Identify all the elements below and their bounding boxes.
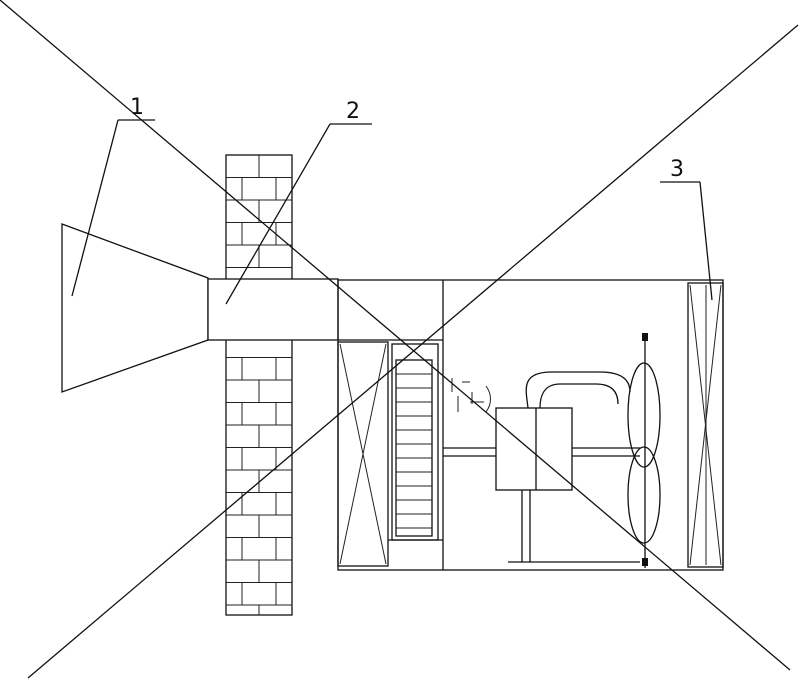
filter-panel-right bbox=[687, 282, 724, 568]
fan-blade-bottom bbox=[627, 446, 661, 544]
callout-3-leader bbox=[699, 181, 713, 301]
fan-axle-cap-bottom bbox=[642, 558, 648, 566]
compressor-block bbox=[495, 407, 573, 491]
callout-1-number: 1 bbox=[130, 95, 144, 120]
callout-1: 1 bbox=[71, 95, 155, 297]
filter-panel-left bbox=[337, 341, 389, 567]
cross-line-b bbox=[27, 24, 799, 679]
callout-3-number: 3 bbox=[670, 157, 684, 182]
cross-line-a bbox=[0, 0, 791, 671]
callout-2-leader bbox=[225, 123, 331, 305]
callout-1-leader bbox=[71, 119, 119, 297]
callout-3: 3 bbox=[660, 157, 713, 301]
duct-section bbox=[207, 278, 339, 341]
coil-frame bbox=[391, 343, 439, 541]
brick-wall bbox=[225, 154, 293, 616]
unit-housing bbox=[337, 279, 724, 571]
sketch-marks bbox=[451, 378, 491, 413]
fan-axle-cap-top bbox=[642, 333, 648, 341]
callout-2-number: 2 bbox=[346, 99, 360, 124]
callout-2: 2 bbox=[225, 99, 372, 305]
coil-fins bbox=[396, 373, 432, 529]
coil-core bbox=[395, 359, 433, 537]
pipe-inner bbox=[539, 383, 619, 409]
fan-blade-top bbox=[627, 362, 661, 468]
pipe-top bbox=[525, 371, 631, 409]
